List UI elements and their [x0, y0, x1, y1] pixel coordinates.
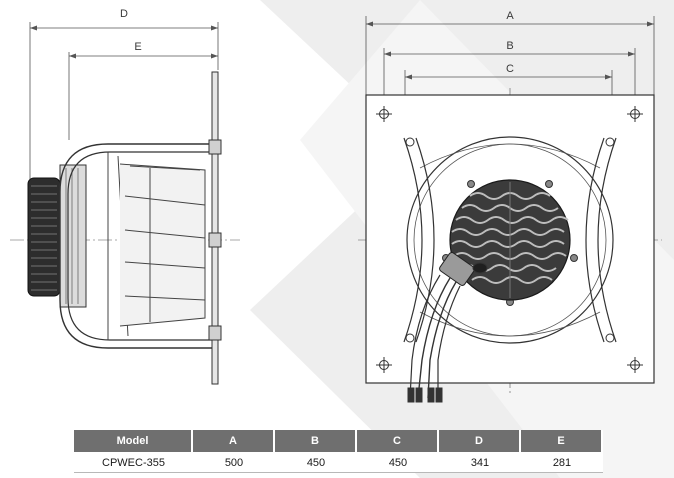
support-arm-left: [403, 137, 423, 343]
cable-lead-right: [437, 285, 461, 398]
spec-table: Model A B C D E CPWEC-355 500 450 450 34…: [74, 430, 603, 473]
motor-hub: [27, 177, 61, 297]
cable-lead-left: [417, 277, 451, 399]
cell-model: CPWEC-355: [74, 452, 193, 473]
support-arm-right: [597, 137, 617, 343]
side-view: [10, 22, 240, 385]
cell-e: 281: [521, 452, 603, 473]
cell-c: 450: [357, 452, 439, 473]
mounting-plate: [211, 71, 219, 385]
table-row: CPWEC-355 500 450 450 341 281: [74, 452, 603, 473]
mounting-frame: [59, 143, 218, 349]
header-e: E: [521, 430, 603, 452]
dim-label-e: E: [134, 41, 141, 53]
cell-b: 450: [275, 452, 357, 473]
cell-d: 341: [439, 452, 521, 473]
header-b: B: [275, 430, 357, 452]
dim-label-a: A: [506, 10, 514, 22]
header-c: C: [357, 430, 439, 452]
front-view: [358, 16, 662, 403]
header-a: A: [193, 430, 275, 452]
table-header-row: Model A B C D E: [74, 430, 603, 452]
corner-holes: [376, 106, 643, 373]
dim-label-b: B: [506, 40, 513, 52]
cable-gland: [439, 252, 475, 286]
header-d: D: [439, 430, 521, 452]
header-model: Model: [74, 430, 193, 452]
dim-label-c: C: [506, 63, 514, 75]
cell-a: 500: [193, 452, 275, 473]
dim-label-d: D: [120, 8, 128, 20]
